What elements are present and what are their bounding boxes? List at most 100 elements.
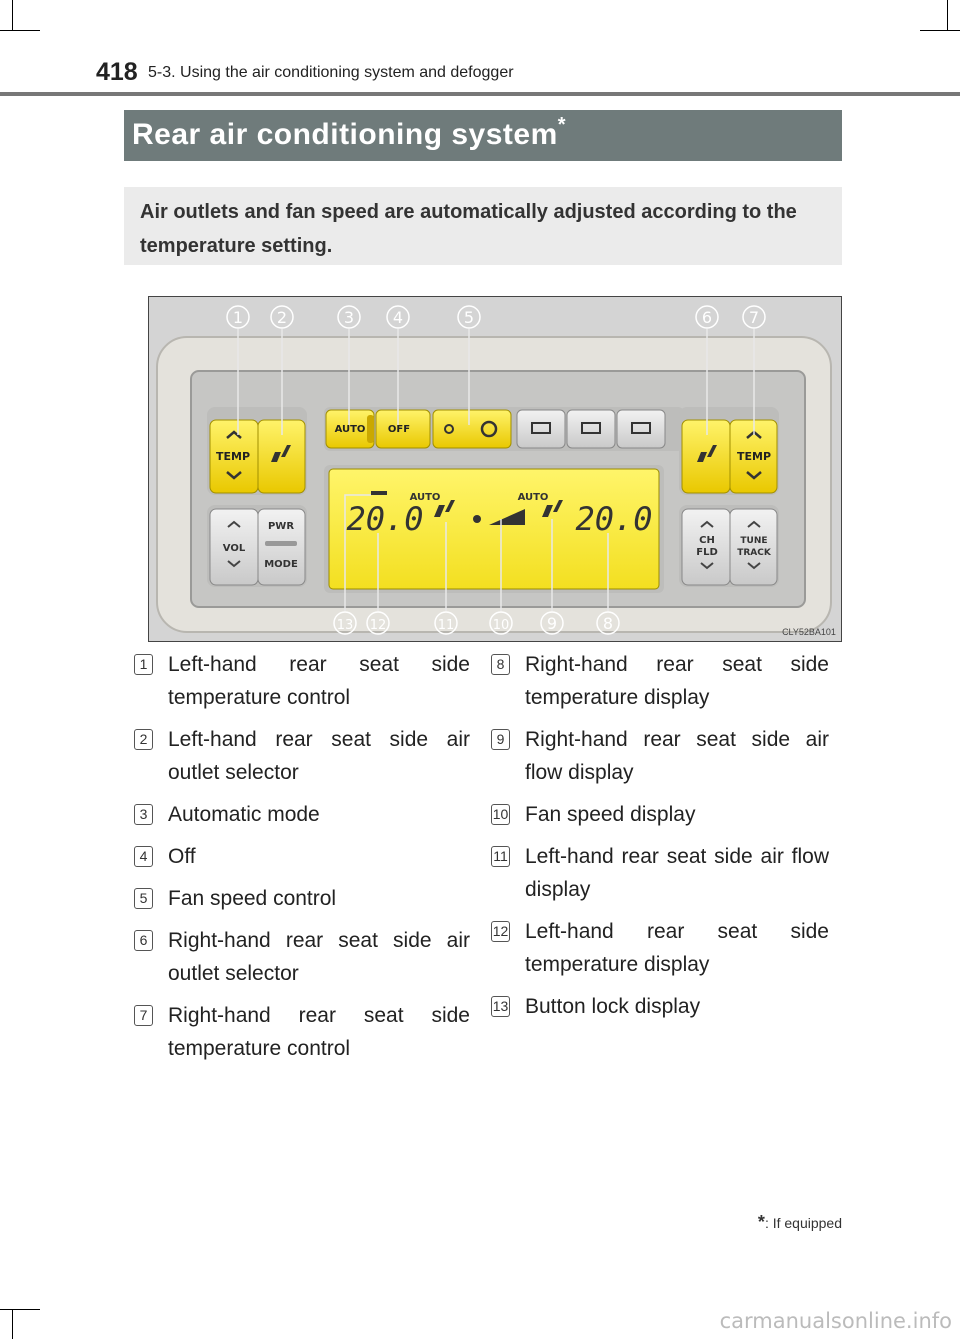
legend-text: Left-hand rear seat side temperature con… [168,653,470,709]
callout-12: 12 [370,618,387,633]
ch-label: CH [699,535,715,546]
auto-label: AUTO [335,424,366,435]
footnote-marker: * [757,1212,765,1232]
intro-text: Air outlets and fan speed are automatica… [140,201,797,257]
legend-num: 6 [134,930,153,951]
legend-item: 5 Fan speed control [124,882,470,915]
legend-num: 7 [134,1005,153,1026]
tune-label: TUNE [740,536,767,546]
lcd-right-auto: AUTO [518,492,549,503]
air-outlet-icon [271,445,291,462]
temp-up-icon [226,430,242,439]
legend-item: 11 Left-hand rear seat side air flow disp… [481,840,829,906]
lcd-left-temp: 20.0 [346,500,423,538]
callout-2: 2 [277,308,287,327]
legend-num: 11 [491,846,510,867]
callout-3: 3 [344,308,354,327]
crop-mark [0,1309,40,1310]
legend-item: 4 Off [124,840,470,873]
header-rule [0,92,960,96]
temp-down-icon [226,471,242,480]
callout-11: 11 [438,618,455,633]
legend-item: 12 Left-hand rear seat side temperature d… [481,915,829,981]
legend-text: Off [168,845,196,868]
legend-item: 1 Left-hand rear seat side temperature co… [124,648,470,714]
legend-text: Right-hand rear seat side air flow displ… [525,728,829,784]
footnote-text: : If equipped [764,1215,842,1231]
fan-high-icon [480,420,498,438]
left-temp-label: TEMP [216,450,250,463]
callouts: 1 2 3 4 5 6 7 8 9 10 11 12 13 [226,305,766,635]
callout-7: 7 [749,308,759,327]
crop-mark [0,30,40,31]
vol-label: VOL [223,543,246,554]
legend-text: Automatic mode [168,803,320,826]
legend-num: 12 [491,921,510,942]
page-title-text: Rear air conditioning system [132,118,558,151]
legend-list-right: 8 Right-hand rear seat side temperature d… [481,648,829,1032]
legend-item: 7 Right-hand rear seat side temperature c… [124,999,470,1065]
track-label: TRACK [737,548,772,558]
legend-num: 2 [134,729,153,750]
page-number: 418 [96,58,138,86]
legend-item: 8 Right-hand rear seat side temperature d… [481,648,829,714]
legend-item: 10 Fan speed display [481,798,829,831]
crop-mark [947,0,948,30]
legend-num: 10 [491,804,510,825]
section-header: 5-3. Using the air conditioning system a… [148,64,514,81]
off-label: OFF [388,424,410,435]
legend-text: Right-hand rear seat side temperature co… [168,1004,470,1060]
lcd-left-auto: AUTO [410,492,441,503]
crop-mark [12,0,13,30]
legend-num: 1 [134,654,153,675]
callout-1: 1 [233,308,243,327]
title-bar: Rear air conditioning system* [124,110,842,161]
legend-text: Left-hand rear seat side temperature dis… [525,920,829,976]
legend-item: 9 Right-hand rear seat side air flow disp… [481,723,829,789]
callout-8: 8 [603,614,613,633]
mode-label: MODE [264,559,298,570]
air-outlet-icon-right [697,445,717,462]
callout-5: 5 [464,308,474,327]
callout-9: 9 [547,614,557,633]
left-airflow-icon [434,500,455,517]
control-panel-illustration: TEMP VOL PWR MODE AUTO OFF 20.0 AUT [149,297,841,641]
right-airflow-icon [542,500,563,517]
lcd-fan-icon [473,515,481,523]
legend-num: 3 [134,804,153,825]
pwr-label: PWR [268,521,294,532]
title-footnote-marker: * [557,114,567,136]
footnote: *: If equipped [758,1212,842,1233]
legend-text: Left-hand rear seat side air outlet sele… [168,728,470,784]
figure-code: CLY52BA101 [782,627,836,637]
legend-text: Right-hand rear seat side air outlet sel… [168,929,470,985]
callout-13: 13 [337,618,354,633]
legend-text: Button lock display [525,995,701,1018]
page-title: Rear air conditioning system* [132,114,566,152]
legend-num: 8 [491,654,510,675]
fan-low-icon [444,424,454,434]
legend-item: 6 Right-hand rear seat side air outlet se… [124,924,470,990]
crop-mark [12,1309,13,1339]
legend-item: 3 Automatic mode [124,798,470,831]
legend-num: 9 [491,729,510,750]
watermark[interactable]: carmanualsonline.info [719,1309,952,1333]
control-panel-figure: TEMP VOL PWR MODE AUTO OFF 20.0 AUT [148,296,842,642]
legend-text: Fan speed control [168,887,337,910]
callout-10: 10 [493,618,510,633]
legend-list-left: 1 Left-hand rear seat side temperature co… [124,648,470,1074]
callout-4: 4 [393,308,403,327]
intro-box: Air outlets and fan speed are automatica… [124,187,842,265]
legend-item: 2 Left-hand rear seat side air outlet sel… [124,723,470,789]
legend-text: Left-hand rear seat side air flow displa… [525,845,829,901]
fan-speed-bars [489,509,525,525]
legend-text: Right-hand rear seat side temperature di… [525,653,829,709]
fld-label: FLD [696,547,718,558]
legend-num: 5 [134,888,153,909]
crop-mark [920,30,960,31]
lock-indicator-icon [371,491,387,495]
legend-num: 4 [134,846,153,867]
legend-text: Fan speed display [525,803,696,826]
callout-6: 6 [702,308,712,327]
